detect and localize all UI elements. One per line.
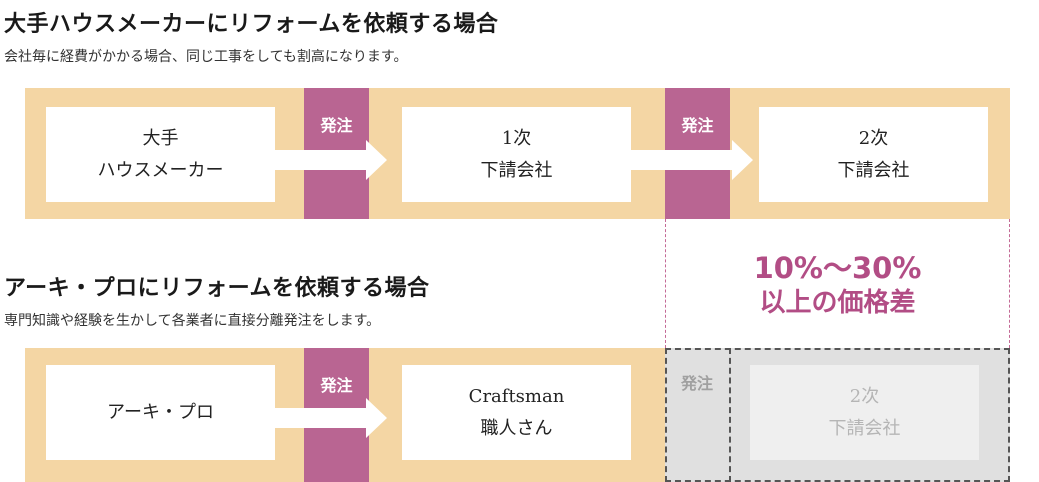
box-eliminated-subcontractor: 2次下請会社	[750, 365, 979, 460]
box-first-subcontractor: 1次下請会社	[402, 107, 631, 202]
order-label: 発注	[320, 116, 353, 135]
box-major-house-maker: 大手ハウスメーカー	[46, 107, 275, 202]
box-line: 大手	[142, 127, 179, 149]
box-second-subcontractor: 2次下請会社	[759, 107, 988, 202]
box-line: 職人さん	[480, 417, 553, 439]
order-label: 発注	[320, 376, 353, 395]
price-difference-percent: 10%〜30%	[753, 251, 922, 285]
section2-title: アーキ・プロにリフォームを依頼する場合	[4, 276, 430, 301]
box-archipro: アーキ・プロ	[46, 365, 275, 460]
arrow-right-icon	[630, 140, 753, 180]
box-line: 下請会社	[480, 159, 553, 181]
box-craftsman: Craftsman 職人さん	[402, 365, 631, 460]
eliminated-divider	[729, 348, 731, 482]
order-label: 発注	[681, 116, 714, 135]
box-line: ハウスメーカー	[97, 159, 224, 181]
arrow-right-icon	[274, 140, 387, 180]
box-line: アーキ・プロ	[107, 401, 214, 423]
eliminated-order-label: 発注	[680, 374, 713, 393]
box-line: 1次	[501, 127, 532, 149]
arrow-right-icon	[274, 398, 387, 438]
box-line: 下請会社	[837, 159, 910, 181]
section1-title: 大手ハウスメーカーにリフォームを依頼する場合	[4, 12, 499, 37]
box-line: 下請会社	[828, 417, 901, 439]
box-line: 2次	[849, 385, 880, 407]
section1-subtitle: 会社毎に経費がかかる場合、同じ工事をしても割高になります。	[4, 49, 408, 65]
price-difference-label: 以上の価格差	[759, 288, 916, 318]
section2-subtitle: 専門知識や経験を生かして各業者に直接分離発注をします。	[4, 313, 381, 329]
price-difference-frame	[665, 219, 1010, 348]
box-line: Craftsman	[468, 385, 565, 407]
box-line: 2次	[858, 127, 889, 149]
